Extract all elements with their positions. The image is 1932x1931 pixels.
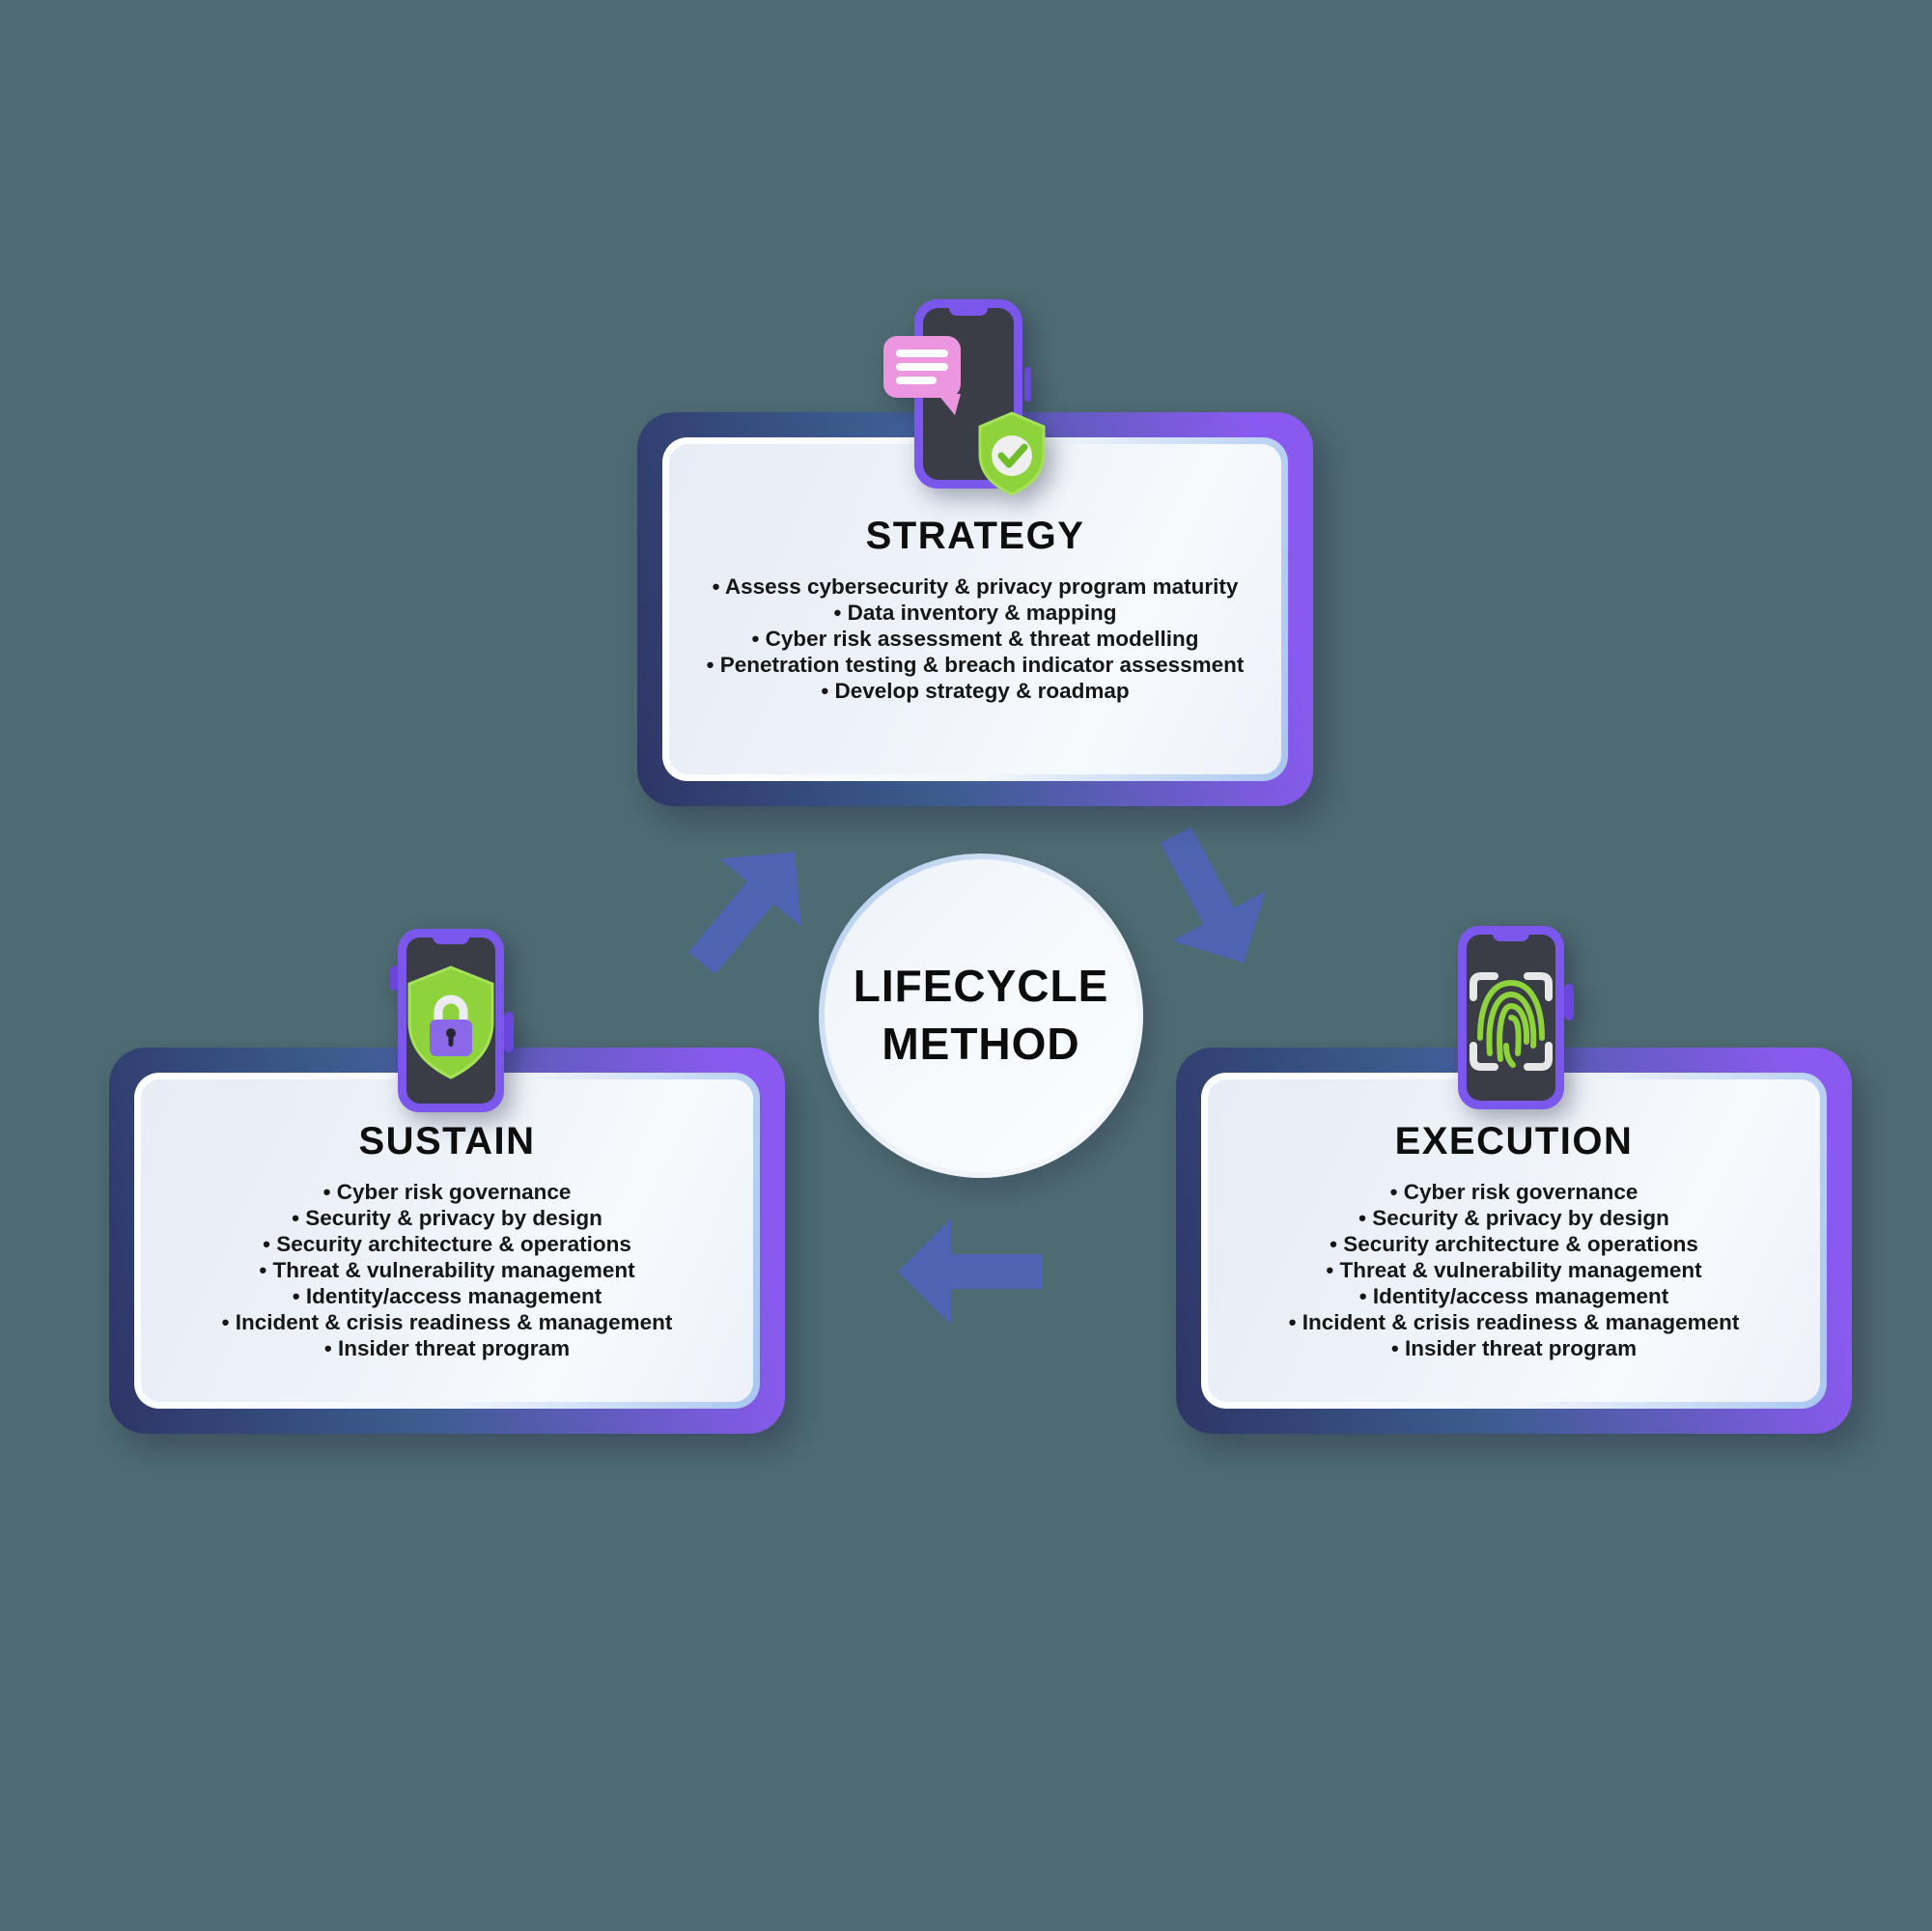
arrow-left-icon [898, 1218, 1043, 1325]
fingerprint-scan-phone-icon [1458, 926, 1574, 1109]
bullet-item: • Data inventory & mapping [833, 601, 1117, 625]
sustain-title: SUSTAIN [358, 1120, 536, 1162]
strategy-card-ring: STRATEGY • Assess cybersecurity & privac… [662, 437, 1288, 781]
bullet-item: • Insider threat program [1390, 1336, 1638, 1360]
execution-card-panel: EXECUTION • Cyber risk governance • Secu… [1208, 1079, 1820, 1402]
sustain-card-panel: SUSTAIN • Cyber risk governance • Securi… [141, 1079, 753, 1402]
chat-bubble-icon [883, 336, 961, 415]
bullet-item: • Cyber risk governance [322, 1180, 572, 1204]
shield-check-icon [978, 411, 1046, 496]
bullet-item: • Security architecture & operations [263, 1232, 631, 1256]
bullet-item: • Identity/access management [1358, 1284, 1669, 1308]
lock-shield-phone-icon [390, 929, 514, 1112]
bullet-item: • Incident & crisis readiness & manageme… [221, 1310, 673, 1334]
arrow-up-right-icon [688, 852, 801, 975]
bullet-item: • Penetration testing & breach indicator… [706, 653, 1245, 677]
bullet-item: • Develop strategy & roadmap [821, 679, 1130, 703]
bullet-item: • Cyber risk assessment & threat modelli… [751, 627, 1199, 651]
center-circle-inner: LIFECYCLE METHOD [825, 859, 1137, 1172]
bullet-item: • Threat & vulnerability management [259, 1258, 635, 1282]
bullet-item: • Security & privacy by design [292, 1206, 602, 1230]
bullet-item: • Threat & vulnerability management [1326, 1258, 1702, 1282]
sustain-card: SUSTAIN • Cyber risk governance • Securi… [109, 1048, 785, 1434]
bullet-item: • Security architecture & operations [1330, 1232, 1698, 1256]
strategy-card-panel: STRATEGY • Assess cybersecurity & privac… [669, 444, 1281, 774]
scan-frame-icon [1470, 972, 1553, 1071]
bullet-item: • Assess cybersecurity & privacy program… [712, 574, 1239, 599]
bullet-item: • Identity/access management [292, 1284, 602, 1308]
bullet-item: • Incident & crisis readiness & manageme… [1288, 1310, 1740, 1334]
execution-bullet-list: • Cyber risk governance • Security & pri… [1289, 1179, 1740, 1361]
center-title-line1: LIFECYCLE [853, 961, 1109, 1012]
center-title-line2: METHOD [882, 1019, 1080, 1069]
execution-card: EXECUTION • Cyber risk governance • Secu… [1176, 1048, 1852, 1434]
execution-title: EXECUTION [1394, 1120, 1634, 1162]
padlock-shield-icon [407, 966, 494, 1079]
bullet-item: • Insider threat program [323, 1336, 571, 1360]
strategy-title: STRATEGY [865, 515, 1085, 557]
strategy-bullet-list: • Assess cybersecurity & privacy program… [707, 574, 1245, 704]
execution-card-ring: EXECUTION • Cyber risk governance • Secu… [1201, 1073, 1827, 1409]
arrow-down-right-icon [1160, 826, 1266, 964]
center-circle: LIFECYCLE METHOD [819, 854, 1143, 1178]
sustain-bullet-list: • Cyber risk governance • Security & pri… [222, 1179, 673, 1361]
sustain-card-ring: SUSTAIN • Cyber risk governance • Securi… [134, 1073, 760, 1409]
fingerprint-icon [1477, 979, 1545, 1068]
chat-message-shield-check-phone-icon [883, 299, 1046, 496]
bullet-item: • Cyber risk governance [1389, 1180, 1638, 1204]
bullet-item: • Security & privacy by design [1358, 1206, 1669, 1230]
